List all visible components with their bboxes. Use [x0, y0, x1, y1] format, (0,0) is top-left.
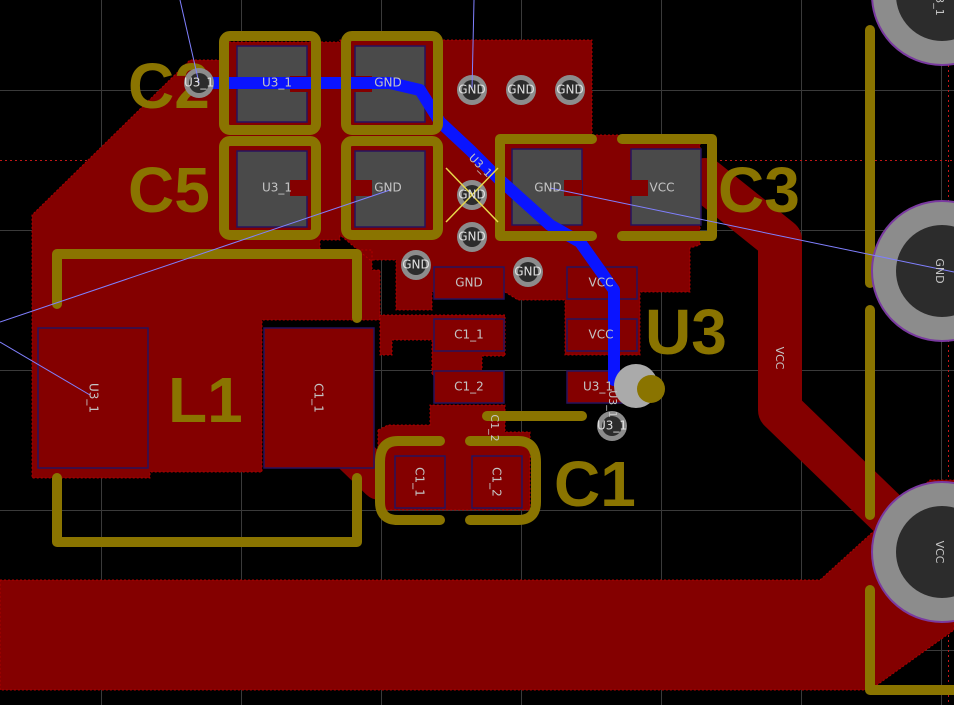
pad-label-u3-c1-2: C1_2	[454, 380, 484, 394]
pad-label-c1-1: C1_1	[413, 467, 427, 497]
pad-label-c2-1: U3_1	[262, 76, 292, 90]
connectors	[871, 0, 954, 623]
via-7[interactable]	[401, 250, 431, 280]
pad-label-u3-u3-1: U3_1	[583, 380, 613, 394]
c5-pad-2[interactable]	[354, 150, 426, 228]
c1-pad-1[interactable]	[394, 455, 446, 509]
l1-outline-top	[52, 249, 362, 323]
via-label-7: GND	[402, 258, 430, 272]
c1-outline-left	[375, 436, 445, 525]
via-label-2: GND	[458, 83, 486, 97]
u3-pad-c1-1[interactable]	[433, 318, 505, 352]
connector-labels: U3_1 GND VCC	[933, 0, 946, 564]
c1-pad-2[interactable]	[471, 455, 523, 509]
track-vcc-right[interactable]	[683, 158, 952, 577]
c3-outline-left	[495, 134, 597, 241]
via-9[interactable]	[597, 411, 627, 441]
designator-c1[interactable]: C1	[554, 448, 636, 520]
pad-label-l1-2: C1_1	[312, 383, 326, 413]
via-8[interactable]	[513, 257, 543, 287]
l1-pad-2[interactable]	[263, 327, 375, 469]
l1-pad-1[interactable]	[37, 327, 149, 469]
pad-label-c5-2: GND	[374, 181, 402, 195]
designator-u3[interactable]: U3	[645, 296, 727, 368]
l1-outline-bottom	[52, 473, 362, 547]
connector-label-middle: GND	[933, 258, 946, 283]
via-label-8: GND	[514, 265, 542, 279]
pad-labels: U3_1 GND U3_1 GND GND VCC GND C1_1 C1_2 …	[87, 76, 675, 497]
via-under-cursor[interactable]	[614, 364, 665, 408]
connector-label-bottom: VCC	[933, 541, 946, 564]
designator-l1[interactable]: L1	[168, 364, 243, 436]
via-label-3: GND	[507, 83, 535, 97]
pad-label-c1-2: C1_2	[490, 467, 504, 497]
via-label-1: U3_1	[184, 76, 214, 90]
via-3[interactable]	[506, 75, 536, 105]
pad-label-u3-gnd: GND	[455, 276, 483, 290]
connector-bottom[interactable]	[871, 481, 954, 623]
ratsnest	[0, 0, 954, 396]
c2-outline-left	[219, 31, 321, 135]
copper-zone-bottom[interactable]	[0, 479, 954, 691]
pad-label-l1-1: U3_1	[87, 383, 101, 413]
pads-layer	[37, 45, 702, 509]
via-label-5: GND	[458, 188, 486, 202]
pad-label-c5-1: U3_1	[262, 181, 292, 195]
pad-label-u3-vcc-1: VCC	[589, 276, 614, 290]
designator-c5[interactable]: C5	[128, 154, 210, 226]
c1-outline-right	[465, 436, 541, 525]
c3-outline-right	[617, 134, 717, 241]
c5-outline-left	[219, 136, 321, 240]
c5-outline-right	[341, 136, 443, 240]
track-label-u3-1-vertical: U3_1	[606, 390, 619, 418]
via-labels: U3_1 GND GND GND GND GND GND GND U3_1	[184, 76, 627, 433]
pad-label-c3-1: GND	[534, 181, 562, 195]
connector-label-top: U3_1	[933, 0, 946, 16]
connector-top[interactable]	[871, 0, 954, 66]
silkscreen-layer	[52, 25, 954, 695]
u3-pad-gnd[interactable]	[433, 266, 505, 300]
via-label-6: GND	[458, 230, 486, 244]
pad-label-c2-2: GND	[374, 76, 402, 90]
designator-c3[interactable]: C3	[718, 154, 800, 226]
via-6[interactable]	[457, 222, 487, 252]
c2-outline-right	[341, 31, 443, 135]
track-label-vcc-right: VCC	[773, 347, 786, 370]
c5-pad-1[interactable]	[236, 150, 308, 228]
connector-middle[interactable]	[871, 200, 954, 342]
designators: C2 C5 C3 U3 L1 C1	[128, 50, 800, 520]
c3-pad-1[interactable]	[511, 148, 583, 226]
u3-pad-vcc-2[interactable]	[566, 318, 638, 352]
via-label-4: GND	[556, 83, 584, 97]
via-4[interactable]	[555, 75, 585, 105]
pad-label-u3-c1-1: C1_1	[454, 328, 484, 342]
drc-marker[interactable]	[445, 167, 499, 223]
u3-pad-c1-2[interactable]	[433, 370, 505, 404]
pad-label-u3-vcc-2: VCC	[589, 328, 614, 342]
pad-label-c3-2: VCC	[650, 181, 675, 195]
vias	[184, 68, 665, 441]
track-label-c1-2-stub: C1_2	[488, 414, 501, 441]
via-label-9: U3_1	[597, 419, 627, 433]
edge-silk-bottom	[865, 585, 954, 695]
